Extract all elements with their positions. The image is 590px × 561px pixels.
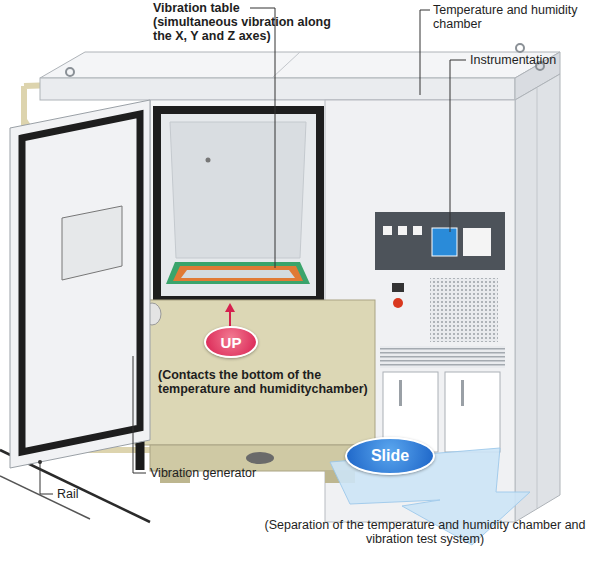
switch (398, 226, 407, 235)
door-window (62, 206, 122, 280)
touch-screen (432, 228, 457, 256)
part-name: Vibration table (153, 1, 333, 15)
vent (380, 346, 505, 368)
eye-bolt (66, 68, 74, 76)
drawer-handle (399, 380, 402, 406)
node-text: UP (221, 334, 242, 351)
switch (383, 226, 392, 235)
mount (246, 452, 274, 464)
drawer (445, 372, 500, 452)
switch (392, 283, 404, 292)
vibration-table-ring (173, 266, 303, 281)
eye-bolt (516, 44, 524, 52)
recorder (463, 228, 491, 256)
node-text: Slide (371, 447, 409, 465)
leader-line (450, 60, 466, 232)
door-gasket (22, 114, 140, 452)
door-opening (157, 110, 320, 300)
lid-seam (272, 52, 300, 78)
part-name: Vibration generator (150, 466, 300, 480)
chamber-interior (170, 122, 306, 258)
switch (413, 226, 422, 235)
leader-line (420, 10, 430, 95)
vibration-table (181, 270, 295, 278)
up-arrow-head (225, 303, 235, 312)
slide-badge: Slide (345, 437, 435, 475)
leader-line (133, 356, 146, 473)
leader-dot (38, 460, 42, 464)
drawer-handle (461, 380, 464, 406)
interior-port (206, 158, 211, 163)
vibration-generator-body (135, 300, 375, 445)
chamber-lid-front (40, 78, 515, 100)
instrument-panel (375, 212, 505, 270)
chamber-door (10, 100, 150, 468)
up-badge: UP (204, 326, 258, 358)
grille (430, 278, 498, 342)
emergency-button (393, 298, 403, 308)
note: (Contacts the bottom of the temperature … (158, 368, 376, 396)
part-note: (simultaneous vibration along the X, Y a… (153, 15, 333, 43)
side-seam (537, 88, 538, 508)
leader-line (250, 8, 275, 268)
up-arrow (229, 310, 231, 326)
note: (Separation of the temperature and humid… (262, 518, 588, 546)
part-name: Instrumentation (470, 53, 590, 67)
part-name: Rail (57, 487, 117, 501)
vibration-table-seal (166, 262, 310, 284)
part-name: Temperature and humidity chamber (433, 3, 583, 31)
chamber-side (515, 74, 560, 522)
leader-line (40, 462, 53, 494)
